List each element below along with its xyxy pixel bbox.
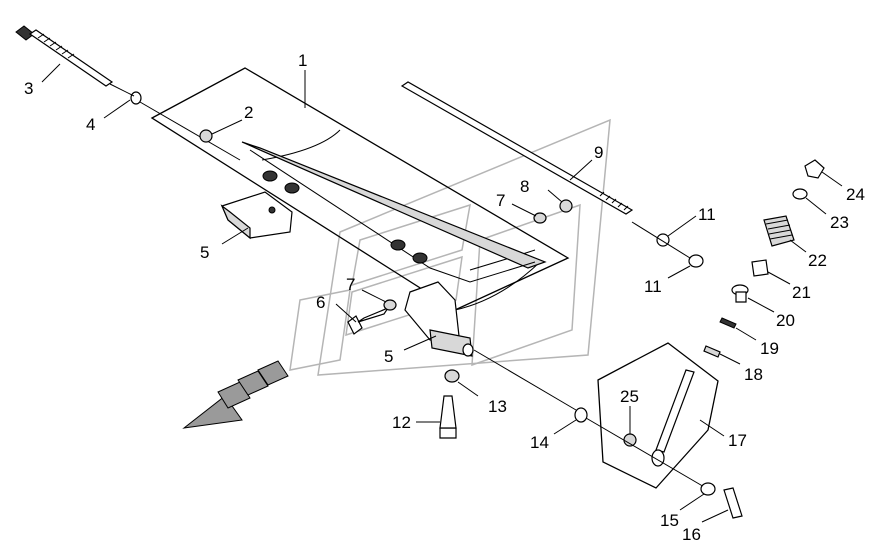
callout-21: 21 [792, 283, 811, 302]
washer-7-lower [383, 299, 397, 311]
callout-24: 24 [846, 185, 865, 204]
callout-11a: 11 [698, 205, 716, 224]
callout-5b: 5 [384, 347, 393, 366]
bracket-5-center [404, 281, 474, 357]
callout-7b: 7 [496, 191, 505, 210]
callout-23: 23 [830, 213, 849, 232]
washer-15 [700, 482, 716, 496]
callout-18: 18 [744, 365, 763, 384]
leader-lines [41, 63, 843, 523]
screw-6 [347, 306, 390, 335]
spring-22 [763, 215, 795, 247]
callout-14: 14 [530, 433, 549, 452]
callout-7a: 7 [346, 275, 355, 294]
pin-16 [723, 487, 743, 519]
nut-24 [804, 159, 825, 179]
callout-16: 16 [682, 525, 701, 544]
watermark-logo [289, 118, 611, 376]
long-bolt [15, 25, 114, 87]
washer-14 [574, 407, 588, 423]
callout-1: 1 [298, 51, 307, 70]
callout-25: 25 [620, 387, 639, 406]
bracket-5-left [220, 191, 293, 240]
callout-22: 22 [808, 251, 827, 270]
washer-11-b [688, 254, 704, 268]
callout-20: 20 [776, 311, 795, 330]
washer-23 [792, 188, 808, 200]
nut-8 [559, 199, 573, 213]
callout-15: 15 [660, 511, 679, 530]
callout-3: 3 [24, 79, 33, 98]
callout-13: 13 [488, 397, 507, 416]
callout-2: 2 [244, 103, 253, 122]
callout-6: 6 [316, 293, 325, 312]
hinge-rail [241, 141, 547, 283]
direction-arrow-icon [182, 360, 289, 429]
bushing-2 [199, 129, 213, 143]
button-20 [731, 284, 749, 303]
callout-19: 19 [760, 339, 779, 358]
callout-17: 17 [728, 431, 747, 450]
callout-4: 4 [86, 115, 95, 134]
clip-19 [719, 317, 737, 329]
cap-21 [751, 259, 769, 277]
callout-5a: 5 [200, 243, 209, 262]
callout-12: 12 [392, 413, 411, 432]
washer-7-upper [533, 212, 547, 224]
lever-plate [597, 342, 719, 489]
bolt-12 [439, 395, 457, 439]
callout-11b: 11 [644, 277, 662, 296]
callout-8: 8 [520, 177, 529, 196]
callout-9: 9 [594, 143, 603, 162]
long-shaft [400, 81, 634, 215]
nut-13 [444, 369, 460, 383]
washer-4 [130, 91, 142, 105]
pin-18 [703, 345, 721, 358]
